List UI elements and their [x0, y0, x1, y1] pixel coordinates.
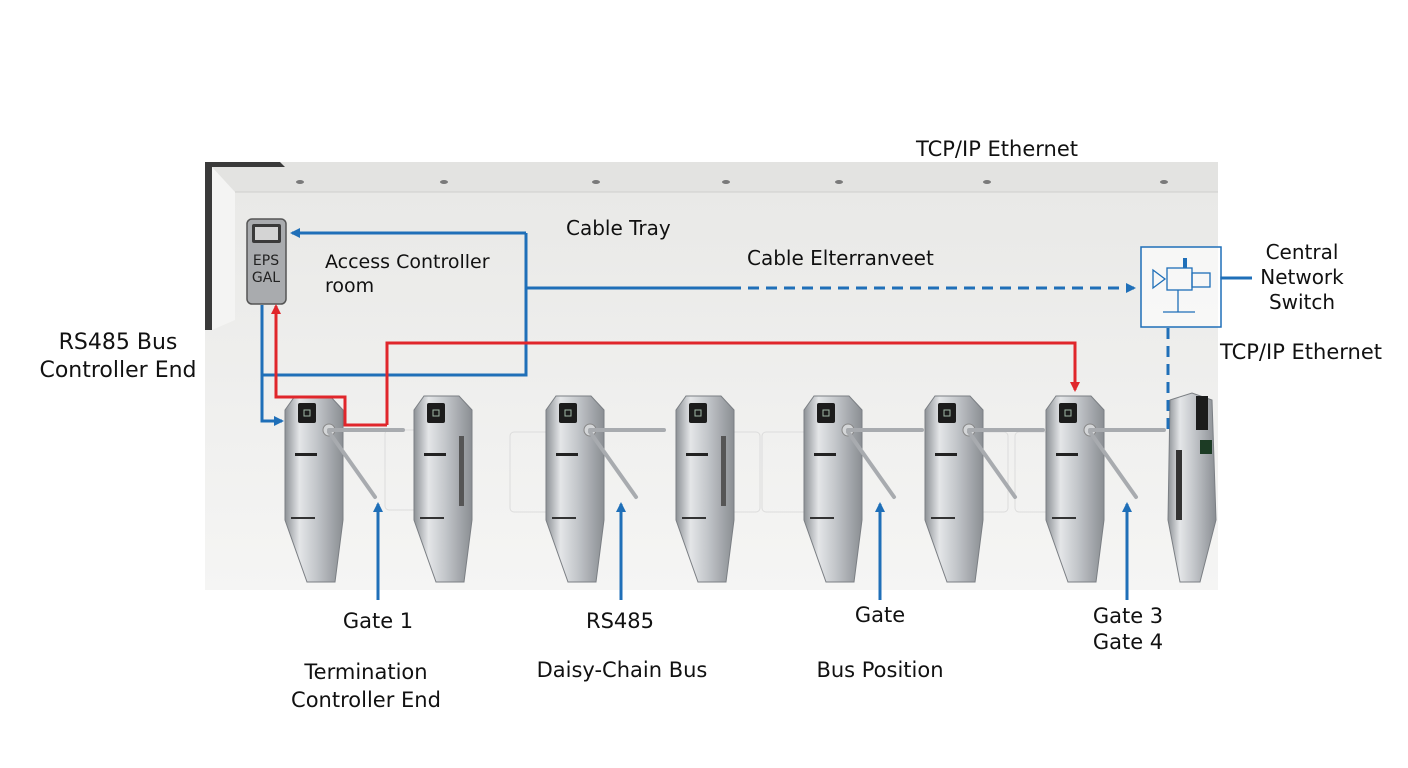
central-network-switch-label: Central Network Switch — [1252, 240, 1352, 315]
rs485-bus-controller-end-label: RS485 Bus Controller End — [30, 329, 206, 385]
turnstile-gate — [284, 395, 405, 583]
turnstile-gate — [803, 395, 924, 583]
card-reader-display — [938, 403, 956, 423]
turnstile-arm — [1088, 430, 1138, 499]
termination-line1: Termination — [304, 660, 428, 684]
card-reader-display — [559, 403, 577, 423]
ethernet-lines — [260, 228, 1252, 600]
rs485-bus-line — [271, 304, 1080, 427]
turnstile-gate-edge — [1167, 392, 1217, 583]
controller-label-line1: EPS — [253, 253, 279, 269]
ethernet-to-gate1-arrow — [260, 305, 284, 426]
gate4-text: Gate 4 — [1092, 630, 1164, 654]
card-reader-display — [689, 403, 707, 423]
card-reader-display — [427, 403, 445, 423]
turnstile-arm — [846, 430, 896, 499]
rs485-to-controller-arrow — [271, 304, 387, 427]
green-display — [1200, 440, 1212, 454]
controller-label-line2: GAL — [252, 270, 280, 286]
ethernet-loop-line — [262, 233, 528, 377]
access-controller-room-line1: Access Controller — [325, 251, 490, 273]
tcpip-ethernet-top-label: TCP/IP Ethernet — [916, 137, 1078, 161]
access-controller-device: EPS GAL — [246, 218, 287, 305]
access-controller-room-label: Access Controller room — [325, 250, 490, 298]
access-controller-room-line2: room — [325, 275, 375, 297]
gate-label: Gate — [854, 603, 906, 627]
cable-tray-label: Cable Tray — [566, 216, 671, 240]
rs485-bus-line1: RS485 Bus — [58, 330, 178, 355]
bus-position-label: Bus Position — [816, 658, 944, 682]
termination-controller-end-label: Termination Controller End — [276, 658, 456, 714]
turnstile-gate — [1045, 395, 1166, 583]
daisy-chain-bus-label: Daisy-Chain Bus — [536, 658, 708, 682]
rs485-label: RS485 — [585, 609, 654, 633]
central-switch-line3: Switch — [1268, 290, 1336, 314]
turnstile-gate — [675, 395, 735, 583]
rs485-to-gate-arrow — [385, 341, 1080, 425]
turnstile-gates — [284, 392, 1217, 583]
tcpip-ethernet-right-label: TCP/IP Ethernet — [1220, 340, 1382, 364]
ceiling-lights — [296, 180, 1168, 184]
gate3-text: Gate 3 — [1092, 604, 1164, 628]
central-switch-line1: Central — [1265, 240, 1339, 264]
card-reader-display — [817, 403, 835, 423]
rs485-bus-line2: Controller End — [39, 358, 197, 383]
turnstile-gate — [413, 395, 473, 583]
central-network-switch — [1140, 246, 1222, 328]
gate1-label: Gate 1 — [342, 609, 414, 633]
turnstile-arm — [588, 430, 638, 499]
termination-line2: Controller End — [291, 688, 441, 712]
central-switch-line2: Network — [1260, 265, 1344, 289]
turnstile-gate — [545, 395, 666, 583]
turnstile-gate — [924, 395, 1045, 583]
turnstile-arm — [327, 430, 377, 499]
gate3-gate4-label: Gate 3 Gate 4 — [1068, 603, 1188, 655]
card-reader-display — [1059, 403, 1077, 423]
cable-elterranveet-label: Cable Elterranveet — [747, 246, 934, 270]
card-reader-display — [298, 403, 316, 423]
turnstile-arm — [967, 430, 1017, 499]
